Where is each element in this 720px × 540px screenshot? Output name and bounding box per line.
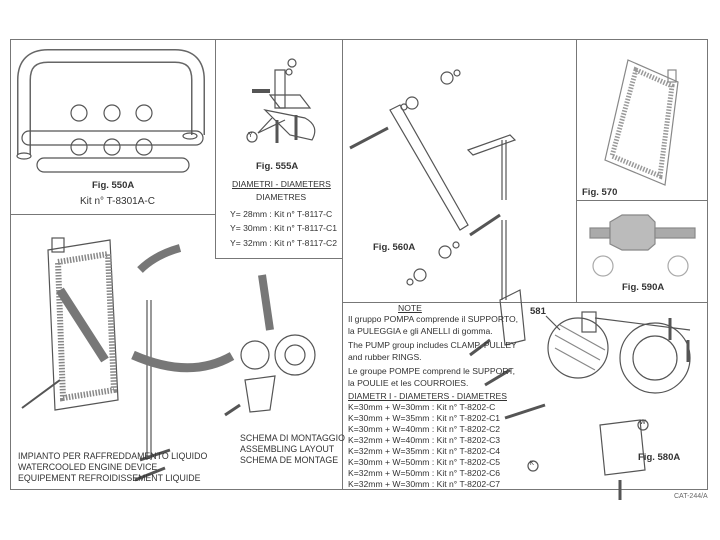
kit-row: Y= 30mm : Kit n° T-8117-C1 xyxy=(230,223,338,234)
label-k: K xyxy=(530,461,535,467)
fig-590a-title: Fig. 590A xyxy=(622,282,665,293)
kit-row: Y= 28mm : Kit n° T-8117-C xyxy=(230,209,333,219)
note-en: The PUMP group includes CLAMP, PULLEY xyxy=(348,340,517,350)
straight-hose xyxy=(21,130,204,146)
hose-u-bend xyxy=(16,49,205,160)
label-k-circle xyxy=(527,460,539,472)
divider xyxy=(10,214,215,215)
thermostat-590a xyxy=(589,214,696,277)
part-number-581: 581 xyxy=(530,306,546,317)
caption-fr: EQUIPEMENT REFROIDISSEMENT LIQUIDE xyxy=(18,473,201,483)
schema-caption: SCHEMA DI MONTAGGIO ASSEMBLING LAYOUT SC… xyxy=(240,433,345,466)
fig-570-title: Fig. 570 xyxy=(582,187,618,198)
fig-555a-kit-list: Y= 28mm : Kit n° T-8117-C Y= 30mm : Kit … xyxy=(230,207,337,250)
kit-row: K=30mm + W=30mm : Kit n° T-8202-C xyxy=(348,402,496,412)
radiator-assembly xyxy=(21,237,316,482)
hose-clamps xyxy=(70,104,153,156)
radiator-570 xyxy=(604,59,679,186)
note-fr: la POULIE et les COURROIES. xyxy=(348,378,469,388)
schema-en: ASSEMBLING LAYOUT xyxy=(240,444,335,454)
label-w-circle xyxy=(637,419,649,431)
label-w: W xyxy=(640,420,646,426)
kit-row: K=32mm + W=30mm : Kit n° T-8202-C7 xyxy=(348,479,501,489)
note-it: la PULEGGIA e gli ANELLI di gomma. xyxy=(348,326,493,336)
fig-550a-kit: Kit n° T-8301A-C xyxy=(80,196,155,207)
divider xyxy=(342,302,708,303)
note-diameters-heading: DIAMETR I - DIAMETERS - DIAMETRES xyxy=(348,391,507,401)
fig-550a-title: Fig. 550A xyxy=(92,180,135,191)
mount-assembly-560a xyxy=(349,69,526,387)
divider xyxy=(215,39,216,258)
fig-560a-title: Fig. 560A xyxy=(373,242,416,253)
kit-row: K=30mm + W=50mm : Kit n° T-8202-C5 xyxy=(348,457,501,467)
pump-assembly-580a xyxy=(504,311,691,500)
note-title: NOTE xyxy=(398,303,422,313)
layout-caption: IMPIANTO PER RAFFREDDAMENTO LIQUIDO WATE… xyxy=(18,451,207,484)
schema-it: SCHEMA DI MONTAGGIO xyxy=(240,433,345,443)
kit-row: Y= 32mm : Kit n° T-8117-C2 xyxy=(230,237,338,248)
label-y: Y xyxy=(248,132,253,139)
kit-row: K=30mm + W=35mm : Kit n° T-8202-C1 xyxy=(348,413,501,423)
caption-it: IMPIANTO PER RAFFREDDAMENTO LIQUIDO xyxy=(18,451,208,461)
divider xyxy=(576,200,708,201)
kit-row: K=32mm + W=40mm : Kit n° T-8202-C3 xyxy=(348,435,501,445)
note-block: NOTE Il gruppo POMPA comprende il SUPPOR… xyxy=(348,303,518,490)
diameters-heading: DIAMETRI - DIAMETERS xyxy=(232,179,331,189)
divider xyxy=(576,39,577,302)
kit-row: K=32mm + W=50mm : Kit n° T-8202-C6 xyxy=(348,468,501,478)
divider xyxy=(342,39,343,490)
catalog-code: CAT-244/A xyxy=(674,493,708,500)
note-it: Il gruppo POMPA comprende il SUPPORTO, xyxy=(348,314,519,324)
fig-555a-title: Fig. 555A xyxy=(256,161,299,172)
fig-580a-title: Fig. 580A xyxy=(638,452,681,463)
caption-en: WATERCOOLED ENGINE DEVICE xyxy=(18,462,158,472)
divider xyxy=(215,258,342,259)
note-en: and rubber RINGS. xyxy=(348,352,422,362)
note-fr: Le groupe POMPE comprend le SUPPORT, xyxy=(348,366,516,376)
kit-row: K=30mm + W=40mm : Kit n° T-8202-C2 xyxy=(348,424,501,434)
catalog-frame xyxy=(10,39,708,490)
kit-row: K=32mm + W=35mm : Kit n° T-8202-C4 xyxy=(348,446,501,456)
support-bracket xyxy=(246,58,316,143)
straight-hose xyxy=(36,157,190,173)
schema-fr: SCHEMA DE MONTAGE xyxy=(240,455,339,465)
diameters-heading-fr: DIAMETRES xyxy=(256,192,307,202)
label-y-circle xyxy=(246,131,258,143)
